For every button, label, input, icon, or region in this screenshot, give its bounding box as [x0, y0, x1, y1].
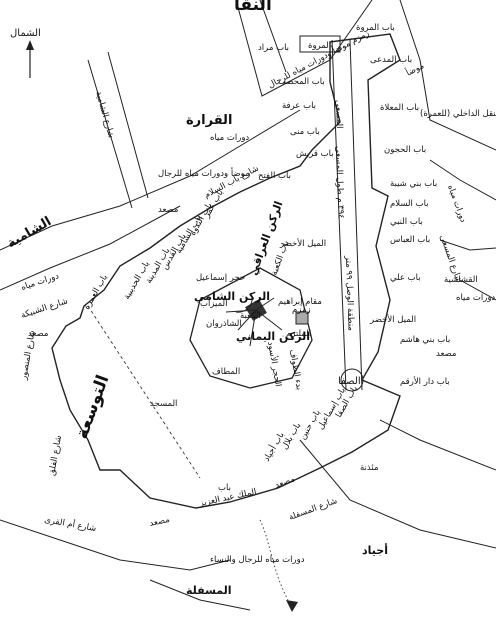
gate-umra: باب العمرة — [82, 273, 110, 312]
maqam-label: مقام إبراهيم — [278, 297, 322, 307]
masaad-3: مصعد — [149, 515, 171, 529]
maidhana: مئذنة — [360, 463, 379, 473]
label-arqam-zone: منطقة الوصل ٩٩ متر — [343, 255, 356, 331]
bab-kaaba-label: باب الكعبة — [269, 239, 291, 277]
hajar-label: الحجر الأسود — [265, 341, 284, 388]
masjid: المسجد — [150, 399, 177, 409]
multazam-label: الملتزم — [286, 329, 311, 339]
kaaba-labels: حجر إسماعيل الميزاب الشاذروان الركن الشا… — [194, 199, 322, 391]
mizab-label: الميزاب — [200, 299, 227, 309]
wudu-men-1: موضأ ودورات مياه للرجال — [158, 167, 250, 179]
mataf-label: المطاف — [212, 367, 240, 377]
gate-hajun: باب الحجون — [384, 145, 426, 155]
zamzam-shape — [295, 311, 309, 325]
tawaf-start-label: بدء الطواف — [287, 349, 304, 391]
gate-madaa: باب المدعى — [370, 55, 412, 65]
masaad-4: مصعد — [274, 474, 297, 490]
gate-ali: باب علي — [390, 273, 421, 283]
area-top: النقا — [234, 0, 272, 15]
masaad-1: مصعد — [158, 205, 179, 215]
north-arrow — [26, 40, 34, 78]
marwa-hill: المروة — [308, 41, 331, 51]
gate-abbas: باب العباس — [390, 235, 430, 245]
rukn-yamani: الركن اليماني — [236, 330, 310, 343]
street-shamiya: شارع الشامية — [93, 90, 116, 139]
gate-salam: باب السلام — [390, 199, 429, 209]
gate-quraish: باب قريش — [296, 149, 334, 159]
north-label: الشمال — [10, 28, 41, 39]
masaad-5: مصعد — [436, 349, 457, 359]
gate-bani-hashim: باب بني هاشم — [400, 335, 450, 345]
area-ajyad: أجياد — [362, 543, 388, 557]
gate-malik: باب — [218, 483, 231, 493]
gate-maala: باب المعلاة — [380, 103, 419, 113]
gate-bani-shaiba: باب بني شيبة — [390, 179, 437, 189]
area-misfala: المسفلة — [186, 584, 232, 597]
gate-marwa: باب المروة — [356, 23, 395, 33]
gate-murad: باب مراد — [258, 43, 289, 53]
street-falaq: شارع الفلق — [47, 435, 64, 477]
street-shubaika: شارع الشبيكة — [20, 296, 69, 321]
wc-2: دورات مياه — [20, 271, 61, 293]
masaad-2: مصعد — [28, 329, 49, 339]
area-qarara: القرارة — [186, 113, 232, 128]
street-misfala: شارع المسفلة — [288, 496, 339, 523]
gate-fath: باب الفتح — [258, 171, 291, 181]
rukn-shami: الركن الشامي — [194, 290, 270, 303]
safa-hill: الصفا — [338, 376, 361, 387]
label-masaa: المسعى — [333, 100, 344, 129]
gate-arafa: باب عرفة — [282, 101, 316, 111]
mataf — [189, 267, 313, 389]
street-umm-alqura: شارع أم القرى — [43, 513, 97, 534]
label-masaa-length: ٣٩٤ م طول المسعى — [333, 146, 346, 219]
mosque-wall — [51, 33, 401, 509]
gate-mina: باب منى — [290, 127, 320, 137]
hijr-label: حجر إسماعيل — [196, 273, 245, 283]
area-tawsiaa: التوسعة — [72, 372, 114, 441]
wc-1: دورات مياه — [210, 133, 249, 143]
wc-3: دورات مياه — [445, 184, 468, 224]
area-shamiya: الشامية — [5, 214, 55, 251]
mil-akhdar-2: الميل الأخضر — [369, 314, 416, 325]
shazarwan-label: الشاذروان — [206, 319, 242, 329]
qashashiya: القشاشية — [444, 275, 478, 285]
bus-stop: موقف باصات للنقل الداخلي (للعمرة) — [420, 109, 496, 119]
gate-nabi: باب النبي — [390, 217, 423, 227]
kaaba-label: الكعبة — [240, 311, 261, 321]
gate-muhassab: باب المحصب — [278, 77, 325, 87]
mil-akhdar-1: الميل الأخضر — [279, 238, 326, 249]
masaa-corridor — [299, 35, 364, 392]
wc-4: دورات مياه — [456, 293, 495, 303]
zamzam-label: زمزم — [292, 305, 311, 315]
wc-men-women: دورات مياه للرجال والنساء — [210, 555, 305, 565]
gate-dar-arqam: باب دار الأرقم — [400, 376, 450, 387]
